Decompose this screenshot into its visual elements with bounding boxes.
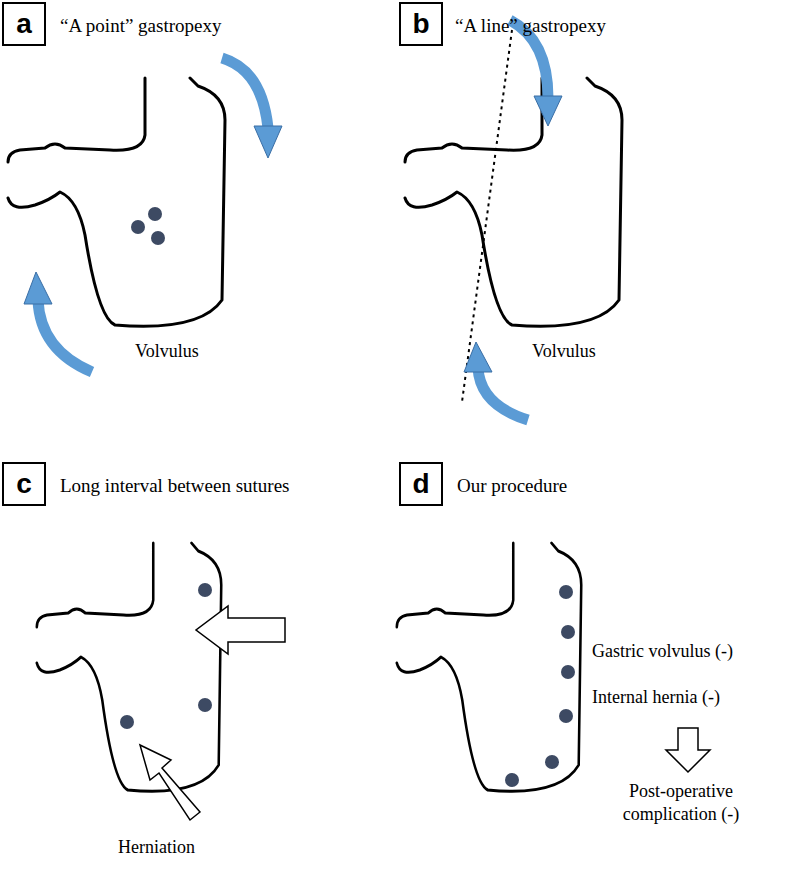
panel-title: Our procedure bbox=[457, 474, 567, 498]
annotation-label: Internal hernia (-) bbox=[592, 686, 720, 709]
panel-title: “A line” gastropexy bbox=[455, 14, 606, 38]
suture-dots bbox=[120, 583, 212, 729]
herniation-arrow bbox=[140, 745, 200, 820]
annotation-label: Volvulus bbox=[532, 340, 596, 363]
panel-letter-box: a bbox=[2, 2, 46, 46]
result-arrow bbox=[666, 728, 710, 772]
panel-letter: c bbox=[16, 470, 32, 498]
annotation-label: Post-operative complication (-) bbox=[596, 780, 766, 825]
annotation-label: Volvulus bbox=[135, 340, 199, 363]
panel-title: “A point” gastropexy bbox=[60, 14, 221, 38]
stomach-outline bbox=[8, 78, 225, 326]
stomach-outline bbox=[405, 78, 622, 326]
panel-letter: b bbox=[412, 10, 429, 38]
suture-dots bbox=[131, 207, 165, 245]
fixation-line bbox=[462, 30, 512, 402]
panel-title: Long interval between sutures bbox=[60, 474, 290, 498]
rotation-arrow bbox=[24, 58, 282, 372]
panel-letter-box: c bbox=[2, 462, 46, 506]
herniation-arrow bbox=[196, 606, 285, 654]
stomach-outline bbox=[397, 543, 581, 791]
panel-letter-box: b bbox=[399, 2, 443, 46]
suture-dots bbox=[505, 585, 575, 787]
panel-letter: d bbox=[412, 470, 429, 498]
annotation-label: Gastric volvulus (-) bbox=[592, 640, 733, 663]
panel-letter-box: d bbox=[399, 462, 443, 506]
panel-letter: a bbox=[16, 10, 32, 38]
stomach-outline bbox=[37, 543, 221, 791]
annotation-label: Herniation bbox=[118, 836, 195, 859]
